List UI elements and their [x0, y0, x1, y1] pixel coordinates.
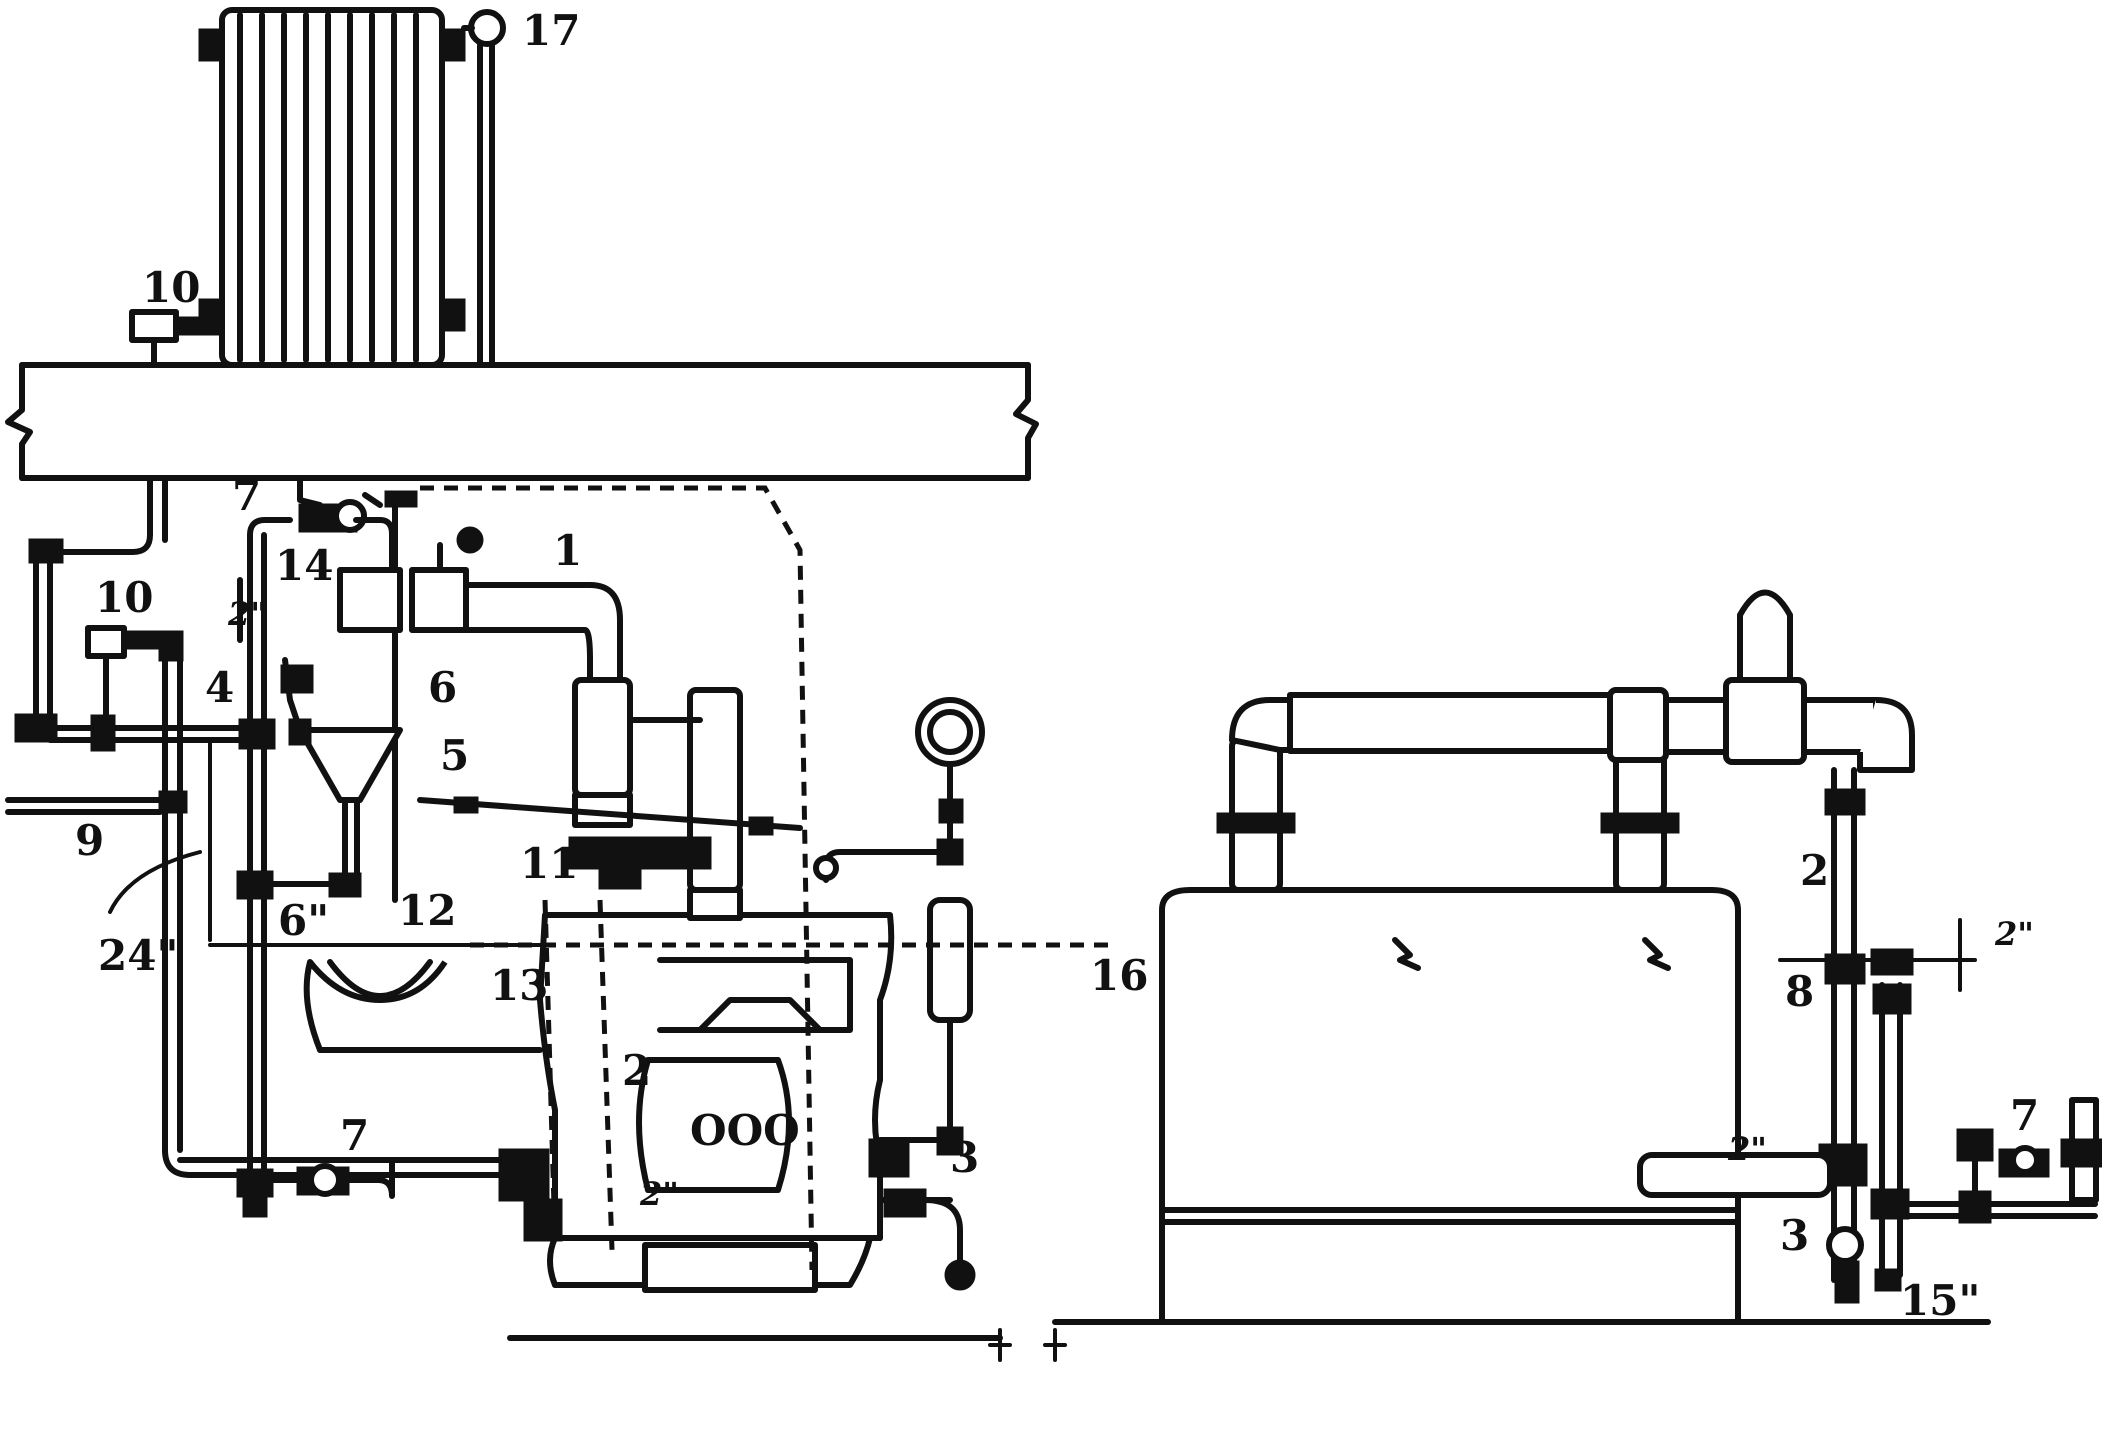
steam-header-1: [337, 526, 484, 633]
label-3-right: 3: [1780, 1211, 1809, 1260]
fitting-left-top: [28, 538, 64, 564]
dim-2in-right-label: 2": [1994, 915, 2034, 953]
label-16: 16: [1090, 951, 1148, 1000]
label-14: 14: [275, 541, 333, 590]
radiator-valve-10: [129, 309, 220, 368]
label-6-top: 6: [428, 663, 457, 712]
label-12: 12: [398, 886, 456, 935]
label-24: 24": [98, 931, 178, 980]
arrow-24: [108, 850, 202, 914]
right-outlet-pipes: [1216, 589, 1915, 893]
label-17: 17: [522, 6, 580, 55]
dashed-flue: [420, 485, 815, 1271]
right-riser-2: [1818, 767, 1868, 1304]
dashed-inner-1: [542, 899, 558, 1241]
return-drop: [59, 475, 153, 555]
right-drip-8: [1870, 948, 1914, 1292]
boiler-door-text: OOO: [690, 1106, 800, 1155]
valve-11: [417, 796, 803, 890]
label-7-top: 7: [232, 471, 261, 520]
valve-3-left: [877, 1188, 976, 1291]
label-11: 11: [520, 839, 578, 888]
boiler-right: [1159, 887, 1741, 1325]
label-7-bottom: 7: [340, 1111, 369, 1160]
floor-beam: [5, 362, 1039, 481]
label-2-right: 2: [1800, 846, 1829, 895]
label-15: 15": [1900, 1276, 1980, 1325]
label-6-bottom: 6": [278, 896, 329, 945]
boiler-2: [527, 912, 895, 1293]
expansion-pan-13: [303, 959, 543, 1053]
air-valve-17: [461, 9, 506, 47]
label-13: 13: [490, 961, 548, 1010]
label-10-top: 10: [142, 263, 200, 312]
label-5: 5: [440, 731, 469, 780]
label-1: 1: [553, 526, 582, 575]
bottom-return: [162, 1147, 503, 1178]
label-9: 9: [75, 816, 104, 865]
dim-2in-left-label: 2": [227, 595, 267, 633]
right-return-pipe: [1637, 1097, 2102, 1224]
dim-2in-boiler-label: 2": [639, 1175, 679, 1213]
valve-7-top: [298, 499, 367, 533]
boiler-return-fitting: [498, 1148, 550, 1202]
funnel-5: [288, 718, 403, 898]
label-10-lower: 10: [95, 573, 153, 622]
label-4: 4: [205, 663, 234, 712]
label-3-left: 3: [950, 1133, 979, 1182]
dim-2in-return-label: 2": [1727, 1130, 1767, 1168]
label-2-boiler: 2: [622, 1046, 651, 1095]
pressure-gauge: [813, 697, 985, 883]
radiator: [198, 7, 466, 368]
top-connector-7: [247, 517, 293, 538]
valve-7-bottom: [261, 1157, 395, 1199]
label-7-right: 7: [2010, 1091, 2039, 1140]
label-8: 8: [1785, 967, 1814, 1016]
water-glass: [877, 897, 973, 1156]
